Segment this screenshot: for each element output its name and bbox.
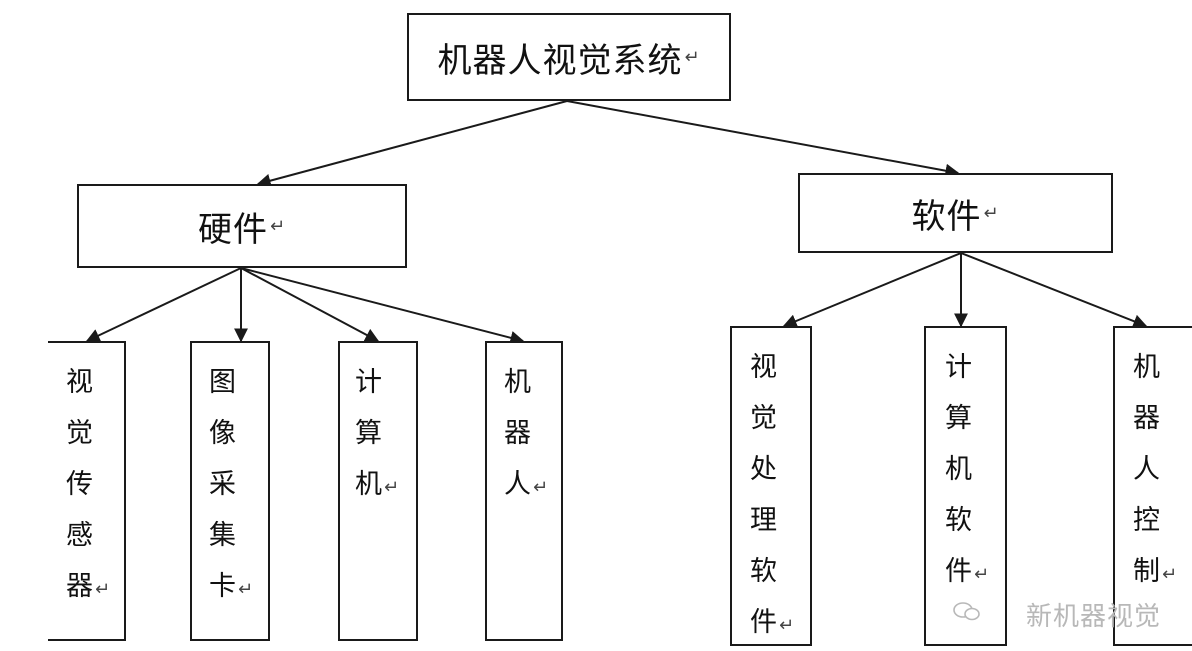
edge-hardware-sensor: [85, 267, 242, 342]
node-software: 软件↵: [798, 173, 1113, 253]
node-label: 视觉传感器↵: [66, 367, 111, 602]
edge-hardware-computer: [240, 267, 380, 342]
paragraph-mark-icon: ↵: [983, 202, 1000, 224]
node-software-label: 软件: [911, 196, 982, 237]
node-hardware-label: 硬件: [197, 209, 268, 250]
node-hardware-capture-card: 图像采集卡↵: [190, 341, 270, 641]
paragraph-mark-icon: ↵: [684, 46, 701, 68]
node-root: 机器人视觉系统↵: [407, 13, 731, 101]
node-label: 机器人控制↵: [1133, 352, 1178, 587]
edge-hardware-robot: [240, 267, 525, 345]
node-hardware-sensor: 视觉传感器↵: [48, 341, 126, 641]
paragraph-mark-icon: ↵: [95, 579, 111, 600]
node-label: 机器人↵: [504, 367, 549, 500]
edge-software-vision: [782, 252, 962, 328]
node-hardware-computer: 计算机↵: [338, 341, 418, 641]
node-hardware-robot: 机器人↵: [485, 341, 563, 641]
node-label: 图像采集卡↵: [209, 367, 254, 602]
node-software-computer-software: 计算机软件↵: [924, 326, 1007, 646]
edge-root-hardware: [256, 100, 568, 188]
paragraph-mark-icon: ↵: [238, 579, 254, 600]
node-label: 视觉处理软件↵: [750, 352, 795, 638]
paragraph-mark-icon: ↵: [1162, 564, 1178, 585]
paragraph-mark-icon: ↵: [269, 215, 287, 237]
node-software-vision-processing: 视觉处理软件↵: [730, 326, 812, 646]
node-label: 计算机↵: [355, 367, 400, 500]
wechat-icon: [953, 602, 980, 621]
paragraph-mark-icon: ↵: [533, 477, 549, 498]
connector-layer: [85, 100, 1148, 345]
node-label: 计算机软件↵: [945, 352, 990, 587]
edge-root-software: [566, 100, 960, 178]
node-hardware: 硬件↵: [77, 184, 407, 268]
paragraph-mark-icon: ↵: [384, 477, 400, 498]
paragraph-mark-icon: ↵: [779, 615, 795, 636]
paragraph-mark-icon: ↵: [974, 564, 990, 585]
watermark-text: 新机器视觉: [1026, 602, 1162, 632]
edge-software-robot: [960, 252, 1148, 328]
node-root-label: 机器人视觉系统: [437, 40, 683, 81]
